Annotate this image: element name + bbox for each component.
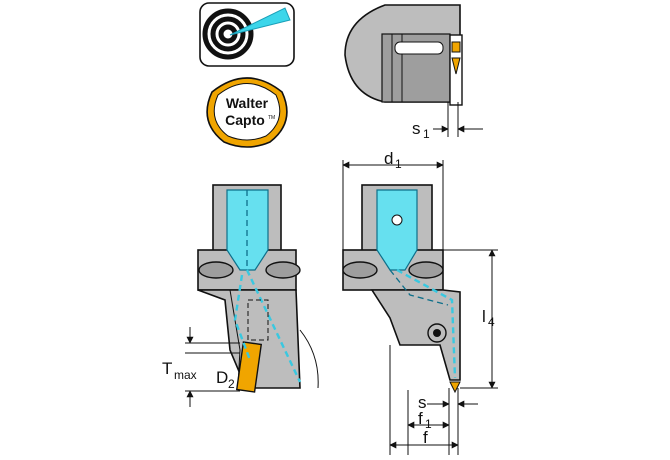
dim-l4-sub: 4 [488, 315, 495, 329]
dim-d1: d [384, 149, 393, 168]
brand-line-2: Capto [225, 112, 265, 128]
coolant-jet-target-icon [199, 2, 295, 67]
walter-capto-badge: Walter Capto TM [206, 77, 288, 148]
dim-f: f [423, 428, 428, 447]
side-view-left: T max D 2 [162, 184, 319, 407]
dim-s1-sub: 1 [423, 127, 430, 141]
detail-view: s 1 [344, 4, 483, 141]
dim-l4: l [482, 307, 486, 326]
dim-f1-sub: 1 [425, 417, 432, 431]
brand-line-1: Walter [226, 95, 269, 111]
dim-s: s [418, 393, 427, 412]
dim-d1-sub: 1 [395, 157, 402, 171]
dim-tmax-sub: max [174, 368, 197, 382]
dim-s1: s [412, 119, 421, 138]
dim-d2: D [216, 368, 228, 387]
dim-d2-sub: 2 [228, 377, 235, 391]
trademark: TM [268, 115, 275, 121]
dim-f1: f [418, 409, 423, 428]
dim-tmax: T [162, 359, 172, 378]
front-view-right: d 1 l 4 s f 1 f [342, 149, 498, 455]
